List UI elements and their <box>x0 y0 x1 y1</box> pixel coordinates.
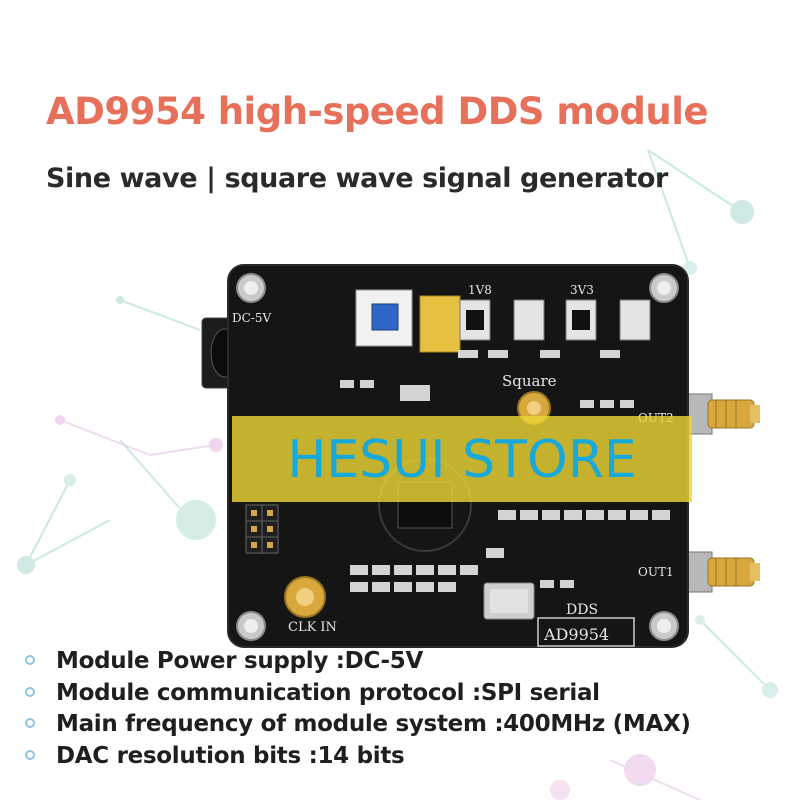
spec-text: DAC resolution bits :14 bits <box>56 742 405 769</box>
page-subtitle: Sine wave | square wave signal generator <box>46 163 668 194</box>
watermark-band <box>232 416 692 502</box>
silk-chip: AD9954 <box>543 625 609 644</box>
silk-rail2: 3V3 <box>570 283 594 297</box>
bullet-circle-icon <box>25 749 35 760</box>
sma-connector-out1 <box>683 551 760 593</box>
silk-dds: DDS <box>566 602 598 618</box>
silk-rail1: 1V8 <box>468 283 492 297</box>
page-title: AD9954 high-speed DDS module <box>46 90 709 133</box>
silk-out1: OUT1 <box>638 565 674 579</box>
list-item: Module communication protocol :SPI seria… <box>20 680 790 712</box>
power-switch <box>355 289 413 347</box>
list-item: DAC resolution bits :14 bits <box>20 743 790 775</box>
bullet-circle-icon <box>25 718 35 728</box>
bullet-circle-icon <box>25 686 35 697</box>
spec-text: Module communication protocol :SPI seria… <box>56 679 600 706</box>
spec-list: Module Power supply :DC-5V Module commun… <box>20 648 790 774</box>
watermark-text: HESUI STORE <box>287 430 637 490</box>
silk-clk-in: CLK IN <box>288 620 337 635</box>
list-item: Module Power supply :DC-5V <box>20 648 790 680</box>
silk-power: DC-5V <box>232 311 271 325</box>
spec-text: Main frequency of module system :400MHz … <box>56 711 691 737</box>
spec-text: Module Power supply :DC-5V <box>56 648 423 674</box>
list-item: Main frequency of module system :400MHz … <box>20 711 790 743</box>
bullet-circle-icon <box>25 655 35 665</box>
sma-connector-out2 <box>683 393 760 435</box>
silk-square: Square <box>502 372 557 390</box>
